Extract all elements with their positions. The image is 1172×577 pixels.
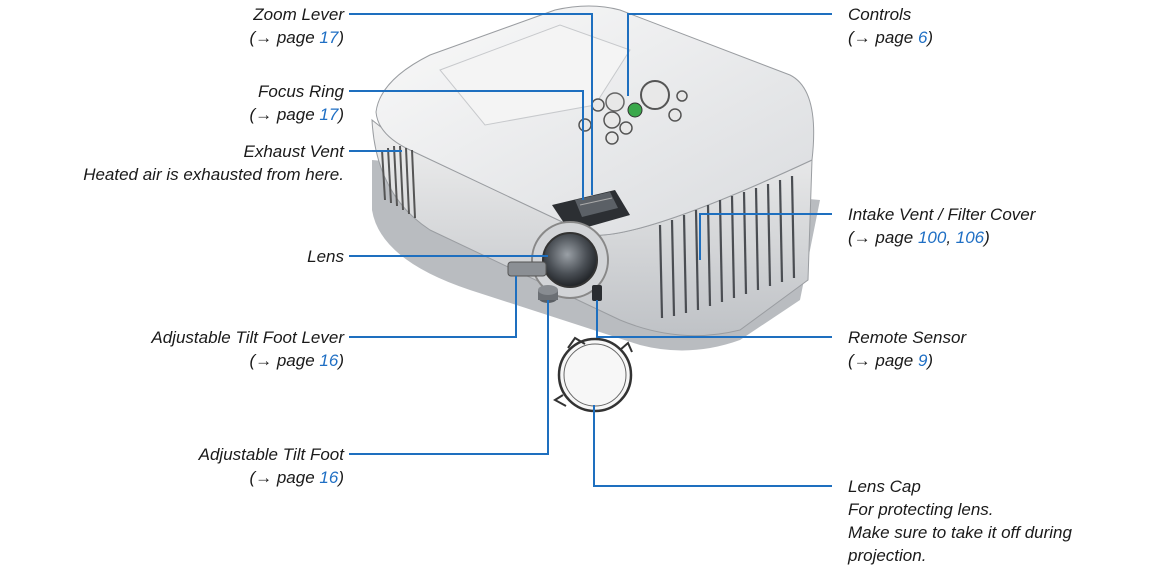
controls-page-link[interactable]: 6 [917,28,928,47]
lens-cap-note-3: projection. [848,546,927,565]
remote-sensor-page-ref: (→ page 9) [848,351,934,370]
lens-cap-title: Lens Cap [848,477,921,496]
remote-sensor-leader [596,300,832,338]
controls-leader [627,13,832,96]
lens-title: Lens [307,247,344,266]
lens-glass [542,232,598,288]
lens-cap-note-2: Make sure to take it off during [848,523,1072,542]
tilt-lever-page-link[interactable]: 16 [319,351,339,370]
intake-vent-page-link-2[interactable]: 106 [955,228,985,247]
exhaust-vent-note: Heated air is exhausted from here. [83,165,344,184]
tilt-foot-leader [349,300,549,455]
remote-sensor-label: Remote Sensor (→ page 9) [848,326,966,372]
leader-lines [349,13,832,487]
remote-sensor-page-link[interactable]: 9 [917,351,928,370]
intake-vent-page-link-1[interactable]: 100 [917,228,947,247]
tilt-lever-leader [349,276,517,338]
tilt-lever-page-ref: (→ page 16) [249,351,344,370]
lens-cap-leader [593,405,832,487]
controls-label: Controls (→ page 6) [848,3,933,49]
tilt-foot-part [538,285,558,303]
lens-cap-note-1: For protecting lens. [848,500,994,519]
intake-vent-label: Intake Vent / Filter Cover (→ page 100, … [848,203,1035,249]
exhaust-vent-title: Exhaust Vent [243,142,345,161]
focus-ring-leader [349,90,584,200]
projector-illustration [371,5,820,351]
focus-ring-title: Focus Ring [258,82,344,101]
exhaust-vent-label: Exhaust Vent Heated air is exhausted fro… [83,140,344,186]
control-panel-buttons [578,80,688,145]
intake-vent-page-ref: (→ page 100, 106) [848,228,990,247]
tilt-lever-title: Adjustable Tilt Foot Lever [151,328,344,347]
zoom-lever-leader [349,13,593,195]
tilt-foot-page-ref: (→ page 16) [249,468,344,487]
intake-vent-title: Intake Vent / Filter Cover [848,205,1036,224]
tilt-foot-title: Adjustable Tilt Foot [198,445,344,464]
lens-cap-illustration [553,336,633,413]
controls-page-ref: (→ page 6) [848,28,934,47]
exhaust-vent-grille [381,145,416,219]
intake-vent-leader [699,213,832,260]
focus-ring-page-link[interactable]: 17 [319,105,339,124]
controls-title: Controls [848,5,912,24]
tilt-foot-label: Adjustable Tilt Foot (→ page 16) [199,443,344,489]
remote-sensor-window [592,285,602,301]
focus-ring-label: Focus Ring (→ page 17) [249,80,344,126]
lens-cap-label: Lens Cap For protecting lens. Make sure … [848,475,1072,567]
zoom-lever-page-link[interactable]: 17 [319,28,339,47]
tilt-foot-lever-part [507,261,547,277]
zoom-lever-page-ref: (→ page 17) [249,28,344,47]
tilt-lever-label: Adjustable Tilt Foot Lever (→ page 16) [151,326,344,372]
zoom-lever-title: Zoom Lever [253,5,344,24]
remote-sensor-title: Remote Sensor [848,328,967,347]
focus-ring-page-ref: (→ page 17) [249,105,344,124]
tilt-foot-page-link[interactable]: 16 [319,468,339,487]
zoom-lever-label: Zoom Lever (→ page 17) [249,3,344,49]
lens-label: Lens [307,245,344,268]
